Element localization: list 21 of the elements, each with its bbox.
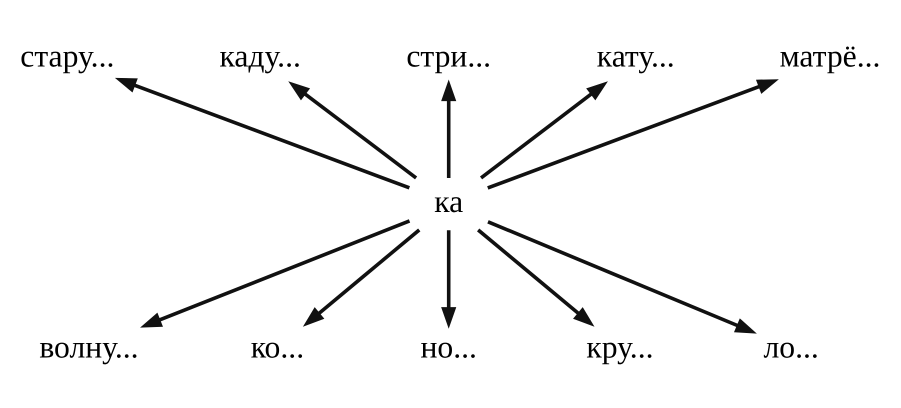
node-text: каду...	[219, 38, 301, 74]
arrow	[302, 228, 420, 327]
node-text: ло...	[764, 329, 819, 364]
arrow	[487, 220, 757, 334]
node-text: волну...	[39, 329, 139, 364]
arrow	[441, 79, 456, 178]
node-text: но...	[420, 329, 477, 364]
arrow	[480, 81, 608, 180]
node-text: матрё...	[780, 38, 880, 74]
arrow	[441, 230, 456, 329]
arrow	[477, 228, 594, 327]
node-text: стри...	[406, 38, 492, 74]
node-text: кру...	[586, 329, 654, 364]
arrow	[487, 79, 779, 190]
node-text: ко...	[250, 329, 304, 364]
arrow	[140, 219, 410, 328]
node-text: кату...	[596, 38, 675, 74]
node-text: стару...	[20, 38, 114, 74]
node-text: ка	[434, 184, 464, 220]
arrow	[288, 81, 418, 180]
arrow	[114, 78, 410, 190]
